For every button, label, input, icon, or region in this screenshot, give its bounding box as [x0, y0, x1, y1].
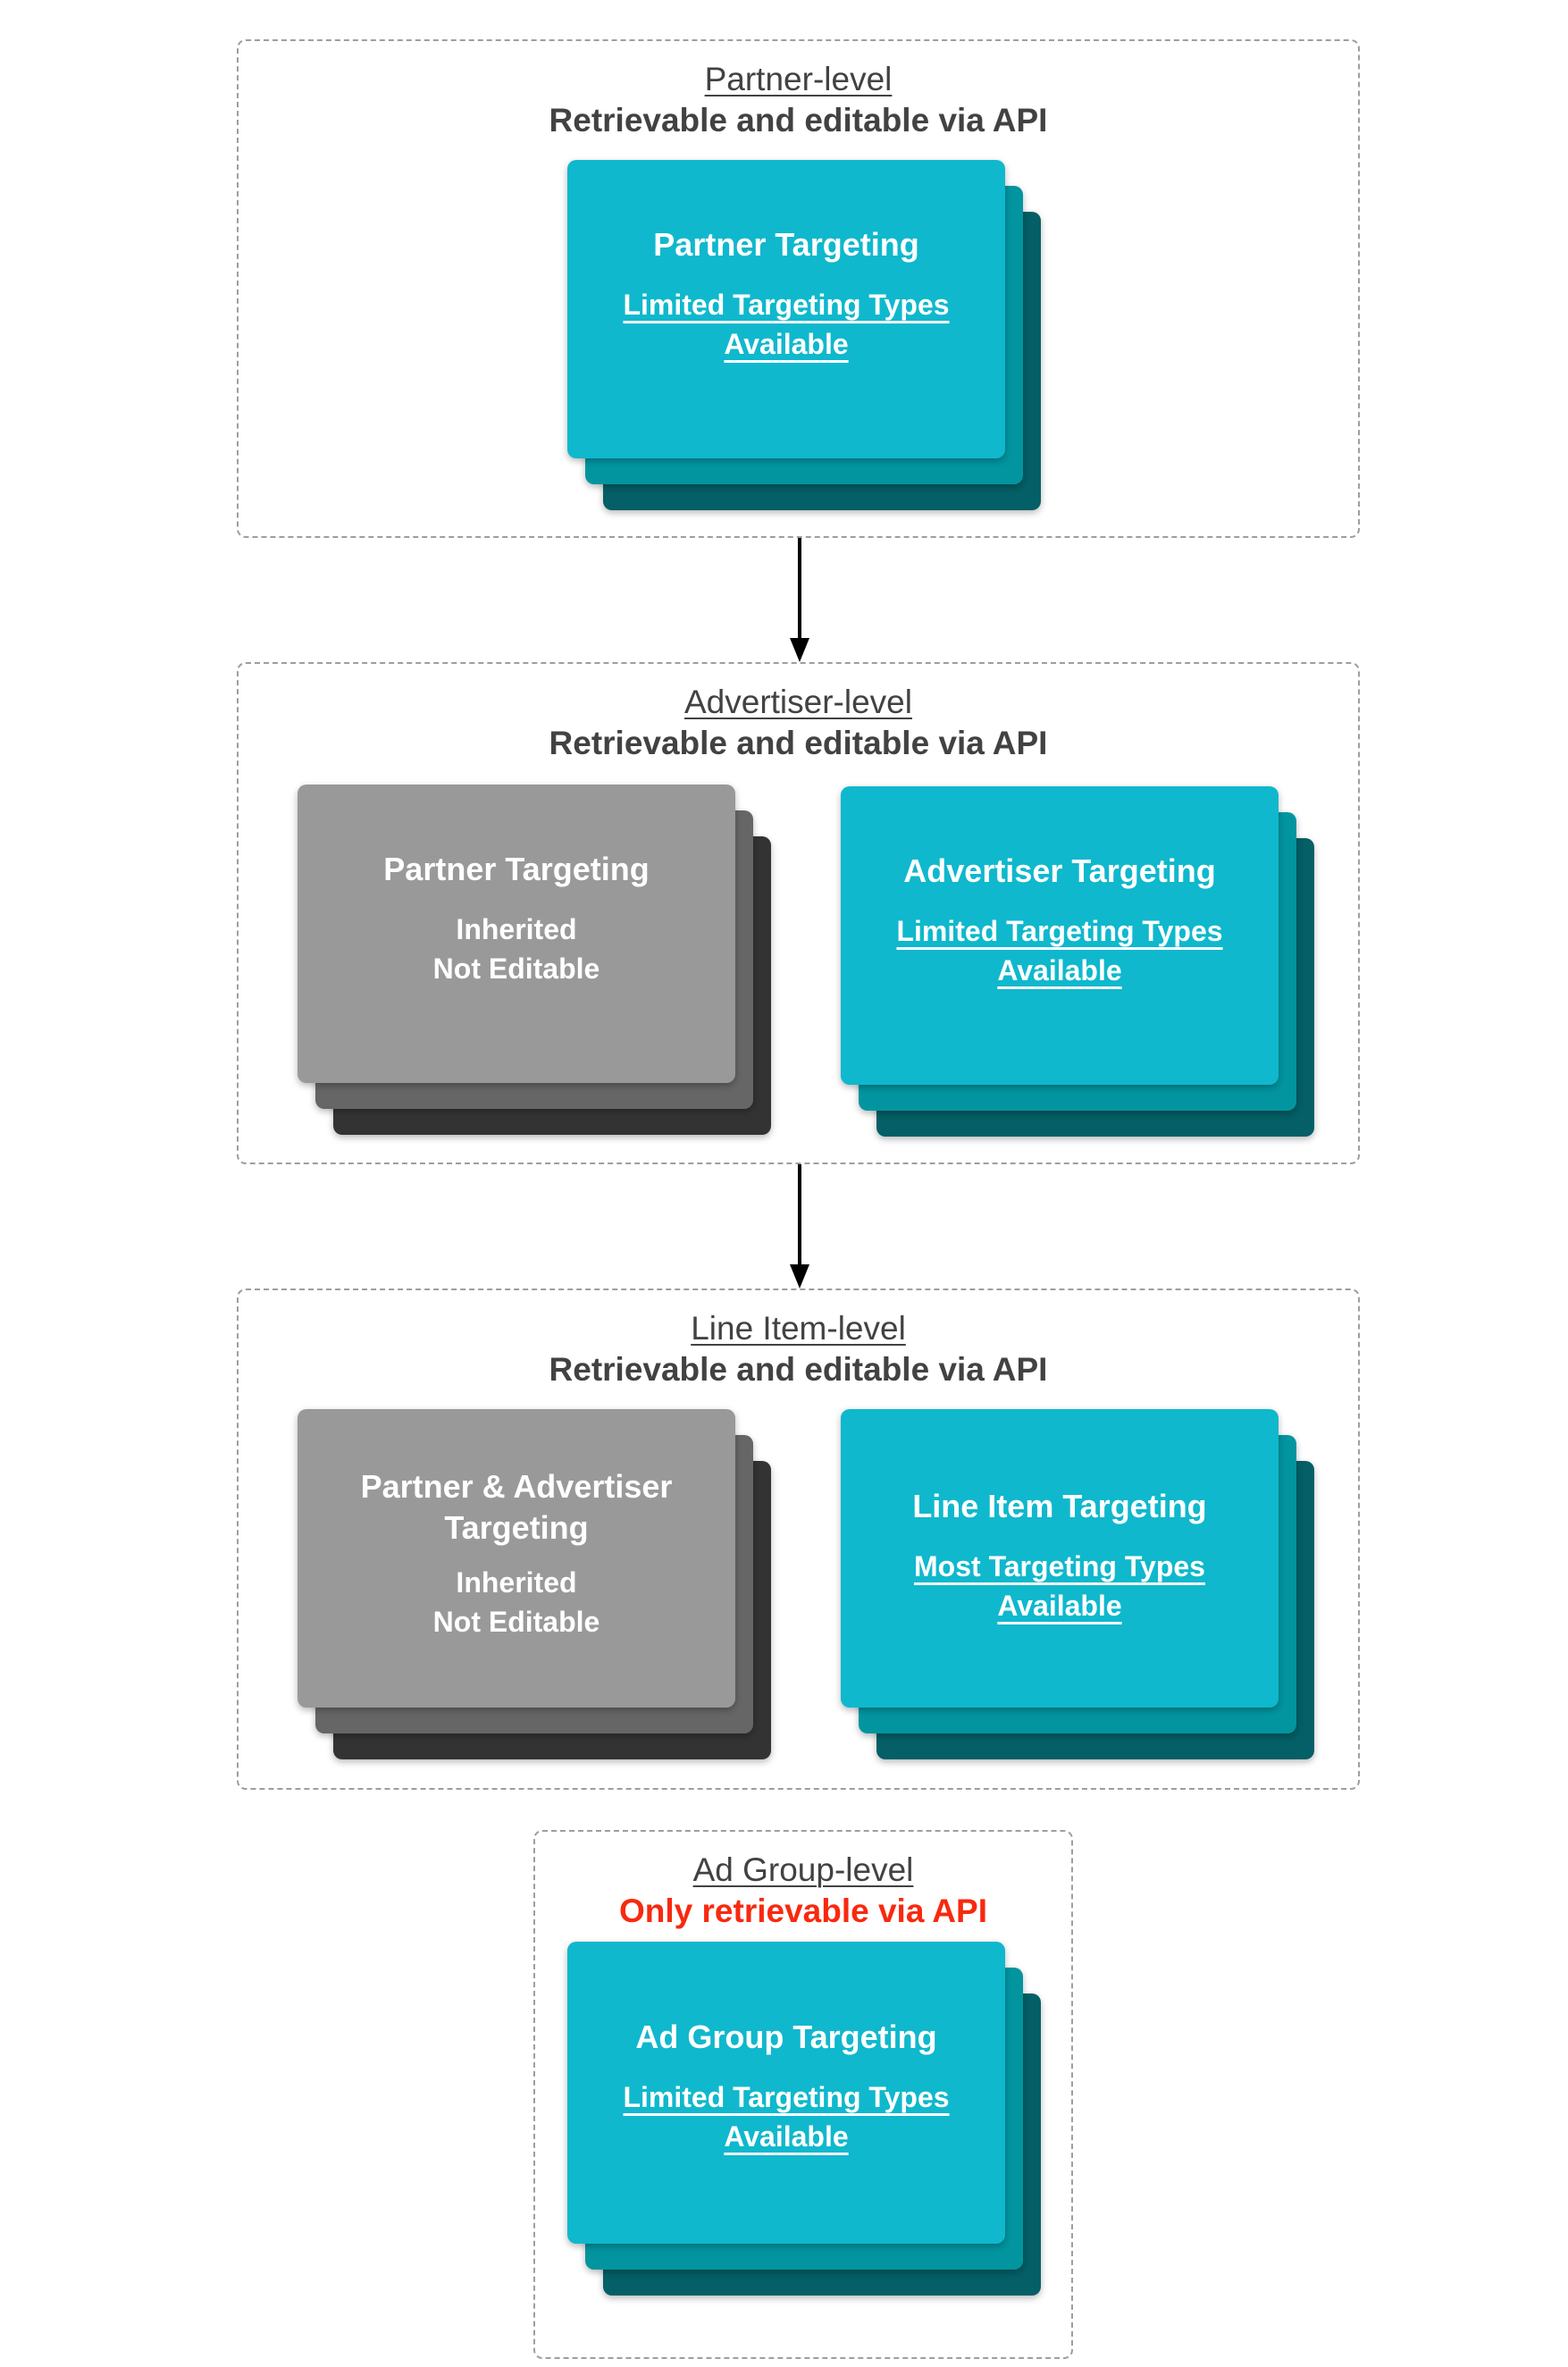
card-inherited-note: Inherited Not Editable	[432, 913, 600, 985]
card-stack-partner-targeting: Partner Targeting Limited Targeting Type…	[567, 160, 1041, 510]
card-partner-targeting: Partner Targeting Limited Targeting Type…	[567, 160, 1005, 458]
arrow-down-icon	[789, 538, 810, 662]
panel-line-item-level: Line Item-level Retrievable and editable…	[237, 1288, 1360, 1790]
panel-title-line-item-level: Line Item-level	[691, 1310, 906, 1347]
card-title: Ad Group Targeting	[635, 2019, 937, 2055]
card-line-item-targeting: Line Item Targeting Most Targeting Types…	[841, 1409, 1279, 1708]
card-inherited-note: Inherited Not Editable	[432, 1566, 600, 1638]
card-title: Partner Targeting	[383, 851, 650, 887]
card-stack-advertiser-targeting: Advertiser Targeting Limited Targeting T…	[841, 786, 1314, 1137]
panel-subtitle-advertiser-level: Retrievable and editable via API	[549, 725, 1048, 761]
card-ad-group-targeting: Ad Group Targeting Limited Targeting Typ…	[567, 1942, 1005, 2244]
card-stack-line-item-targeting: Line Item Targeting Most Targeting Types…	[841, 1409, 1314, 1759]
card-title: Line Item Targeting	[912, 1488, 1207, 1524]
card-title: Partner Targeting	[653, 226, 919, 263]
card-title: Partner & Advertiser Targeting	[360, 1468, 673, 1546]
panel-ad-group-level: Ad Group-level Only retrievable via API …	[533, 1830, 1073, 2359]
card-advertiser-targeting: Advertiser Targeting Limited Targeting T…	[841, 786, 1279, 1085]
panel-advertiser-level: Advertiser-level Retrievable and editabl…	[237, 662, 1360, 1164]
card-partner-targeting-inherited: Partner Targeting Inherited Not Editable	[298, 785, 735, 1083]
card-stack-ad-group-targeting: Ad Group Targeting Limited Targeting Typ…	[567, 1942, 1041, 2296]
card-targeting-types-note: Limited Targeting Types Available	[896, 915, 1223, 986]
card-targeting-types-note: Limited Targeting Types Available	[623, 289, 950, 360]
panel-subtitle-partner-level: Retrievable and editable via API	[549, 102, 1048, 138]
panel-title-ad-group-level: Ad Group-level	[692, 1851, 914, 1888]
card-title: Advertiser Targeting	[903, 852, 1216, 889]
panel-title-partner-level: Partner-level	[704, 61, 893, 97]
arrow-down-icon	[789, 1164, 810, 1288]
card-stack-inherited-partner-targeting: Partner Targeting Inherited Not Editable	[298, 785, 771, 1135]
panel-partner-level: Partner-level Retrievable and editable v…	[237, 39, 1360, 538]
card-stack-inherited-partner-advertiser-targeting: Partner & Advertiser Targeting Inherited…	[298, 1409, 771, 1759]
card-targeting-types-note: Most Targeting Types Available	[914, 1550, 1205, 1622]
card-targeting-types-note: Limited Targeting Types Available	[623, 2081, 950, 2153]
panel-subtitle-ad-group-level: Only retrievable via API	[619, 1893, 987, 1929]
panel-subtitle-line-item-level: Retrievable and editable via API	[549, 1351, 1048, 1388]
panel-title-advertiser-level: Advertiser-level	[684, 684, 912, 720]
card-partner-advertiser-targeting-inherited: Partner & Advertiser Targeting Inherited…	[298, 1409, 735, 1708]
